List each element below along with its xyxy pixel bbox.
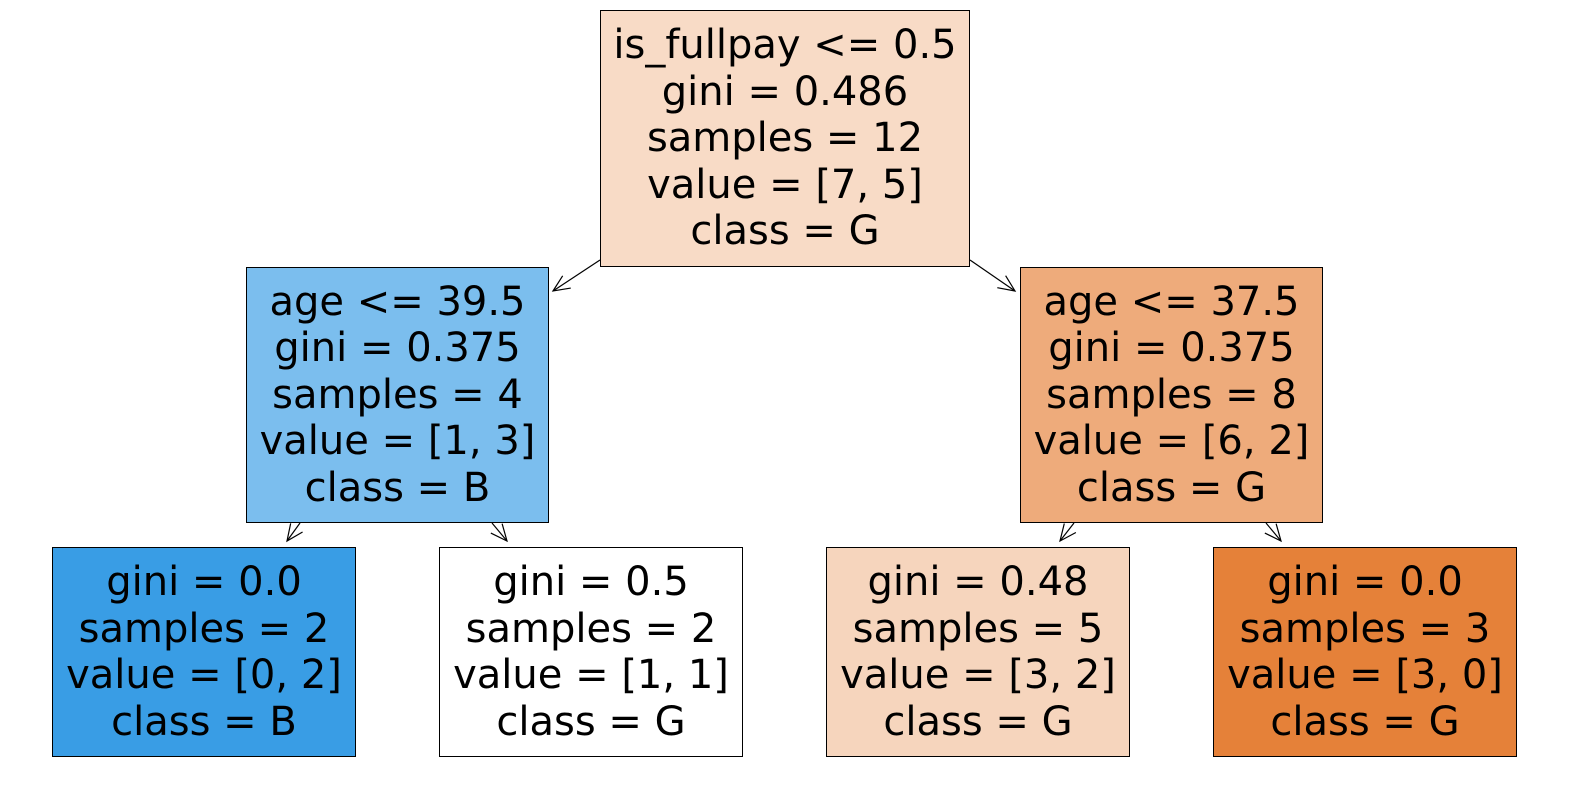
edge-arrowhead-n0-n1 bbox=[551, 275, 571, 292]
edge-n1-n4 bbox=[491, 522, 508, 542]
node-gini: gini = 0.375 bbox=[1048, 325, 1295, 372]
tree-leaf-4: gini = 0.0 samples = 3 value = [3, 0] cl… bbox=[1213, 547, 1517, 757]
node-value: value = [3, 2] bbox=[840, 652, 1116, 698]
node-class: class = G bbox=[496, 698, 686, 745]
edge-arrowhead-n0-n2 bbox=[997, 275, 1017, 292]
tree-leaf-1: gini = 0.0 samples = 2 value = [0, 2] cl… bbox=[52, 547, 356, 757]
tree-leaf-3: gini = 0.48 samples = 5 value = [3, 2] c… bbox=[826, 547, 1130, 757]
node-samples: samples = 2 bbox=[78, 605, 330, 652]
edge-n2-n5 bbox=[1059, 522, 1075, 542]
node-class: class = G bbox=[1270, 698, 1460, 745]
node-samples: samples = 2 bbox=[465, 605, 717, 652]
edge-n0-n2 bbox=[969, 259, 1016, 292]
node-value: value = [7, 5] bbox=[647, 161, 923, 208]
node-split-rule: age <= 39.5 bbox=[269, 278, 526, 325]
node-class: class = B bbox=[304, 464, 491, 511]
tree-node-right: age <= 37.5 gini = 0.375 samples = 8 val… bbox=[1020, 267, 1323, 523]
node-split-rule: age <= 37.5 bbox=[1043, 278, 1300, 325]
node-value: value = [0, 2] bbox=[66, 652, 342, 698]
edge-n2-n6 bbox=[1265, 522, 1282, 542]
tree-leaf-2: gini = 0.5 samples = 2 value = [1, 1] cl… bbox=[439, 547, 743, 757]
node-value: value = [1, 1] bbox=[453, 652, 729, 698]
edge-arrowhead-n2-n5 bbox=[1059, 523, 1077, 543]
node-class: class = G bbox=[690, 208, 880, 255]
edge-n0-n1 bbox=[552, 259, 601, 292]
node-value: value = [6, 2] bbox=[1033, 418, 1310, 465]
node-gini: gini = 0.5 bbox=[493, 559, 689, 605]
edge-arrowhead-n1-n3 bbox=[286, 523, 303, 543]
node-class: class = G bbox=[883, 698, 1073, 745]
node-samples: samples = 12 bbox=[646, 115, 924, 162]
tree-node-left: age <= 39.5 gini = 0.375 samples = 4 val… bbox=[246, 267, 549, 523]
node-split-rule: is_fullpay <= 0.5 bbox=[613, 22, 957, 69]
node-samples: samples = 5 bbox=[852, 605, 1104, 652]
node-samples: samples = 4 bbox=[272, 371, 523, 418]
edge-n1-n3 bbox=[286, 522, 301, 542]
edge-arrowhead-n1-n4 bbox=[490, 523, 508, 543]
node-class: class = G bbox=[1076, 464, 1267, 511]
node-class: class = B bbox=[111, 698, 297, 745]
node-samples: samples = 3 bbox=[1239, 605, 1491, 652]
node-gini: gini = 0.48 bbox=[867, 559, 1089, 605]
node-gini: gini = 0.0 bbox=[1267, 559, 1463, 605]
tree-node-root: is_fullpay <= 0.5 gini = 0.486 samples =… bbox=[600, 10, 970, 267]
node-gini: gini = 0.486 bbox=[661, 68, 909, 115]
node-value: value = [1, 3] bbox=[259, 418, 536, 465]
node-samples: samples = 8 bbox=[1046, 371, 1297, 418]
node-gini: gini = 0.0 bbox=[106, 559, 302, 605]
edge-arrowhead-n2-n6 bbox=[1264, 523, 1282, 543]
node-value: value = [3, 0] bbox=[1227, 652, 1503, 698]
node-gini: gini = 0.375 bbox=[274, 325, 521, 372]
